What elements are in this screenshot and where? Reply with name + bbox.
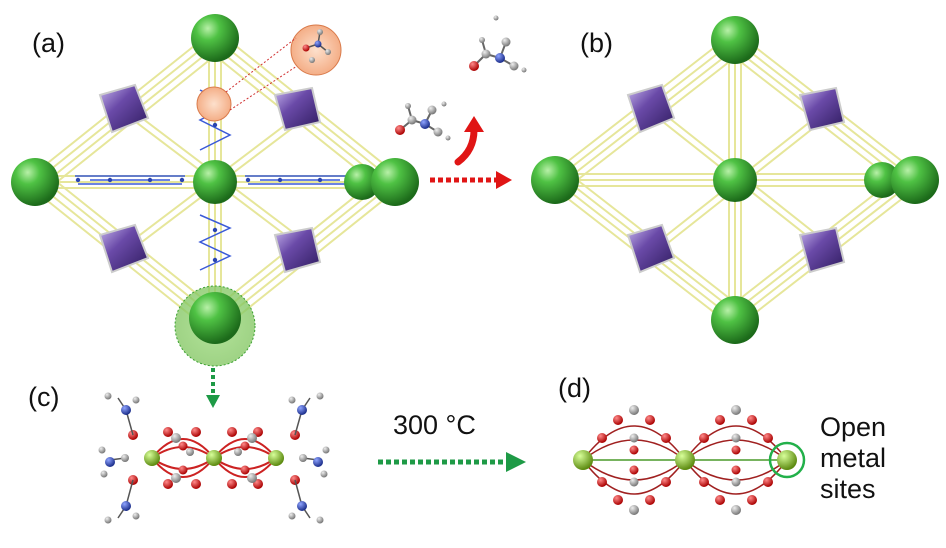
metal-node-a-bottom: [189, 292, 241, 344]
open-metal-sites-line-3: sites: [820, 474, 876, 504]
solvent-molecules-a: [75, 89, 355, 271]
metal-node-b-right-1: [864, 162, 900, 198]
cluster-a-tr: [273, 86, 322, 132]
open-site-ring: [768, 441, 806, 479]
dma-molecule-in-callout: [302, 29, 331, 63]
dma-molecule-1: [395, 101, 451, 141]
cluster-c: [98, 392, 330, 524]
dma-highlight-small: [196, 86, 232, 122]
cluster-d: [573, 405, 806, 515]
cluster-b-tl: [626, 83, 676, 134]
open-metal-sites-label: Open metal sites: [820, 412, 886, 505]
cluster-b-tr: [798, 86, 846, 132]
open-metal-site: [777, 450, 797, 470]
metal-node-a-center: [193, 160, 237, 204]
metal-node-b-top: [711, 16, 759, 64]
heating-arrow: [378, 452, 526, 472]
open-metal-sites-line-2: metal: [820, 443, 887, 473]
panel-label-c: (c): [28, 382, 60, 412]
metal-node-a-top: [191, 14, 239, 62]
temperature-label: 300 °C: [393, 410, 476, 440]
callout-leader-lines: [225, 37, 298, 111]
framework-b: [531, 16, 939, 344]
metal-node-a-right-2: [371, 158, 419, 206]
metal-node-b-right-2: [891, 156, 939, 204]
cluster-b-br: [798, 226, 846, 274]
metal-node-a-left: [11, 158, 59, 206]
metal-node-b-bottom: [711, 296, 759, 344]
solvent-release-arrow: [454, 116, 484, 166]
cluster-b-bl: [626, 223, 676, 274]
panel-label-b: (b): [580, 28, 613, 58]
open-metal-sites-line-1: Open: [820, 412, 887, 442]
dma-highlight-large: [290, 24, 342, 76]
activation-arrow: [430, 171, 512, 189]
cluster-a-bl: [98, 223, 150, 274]
panel-label-a: (a): [32, 28, 65, 58]
cluster-a-br: [273, 226, 322, 274]
down-arrow-to-c: [206, 368, 220, 408]
framework-a: [11, 14, 419, 367]
cluster-a-tl: [98, 83, 150, 134]
dma-molecule-2: [469, 15, 527, 73]
metal-node-a-right-1: [344, 164, 380, 200]
metal-node-b-center: [713, 158, 757, 202]
panel-label-d: (d): [558, 373, 591, 403]
metal-node-b-left: [531, 156, 579, 204]
